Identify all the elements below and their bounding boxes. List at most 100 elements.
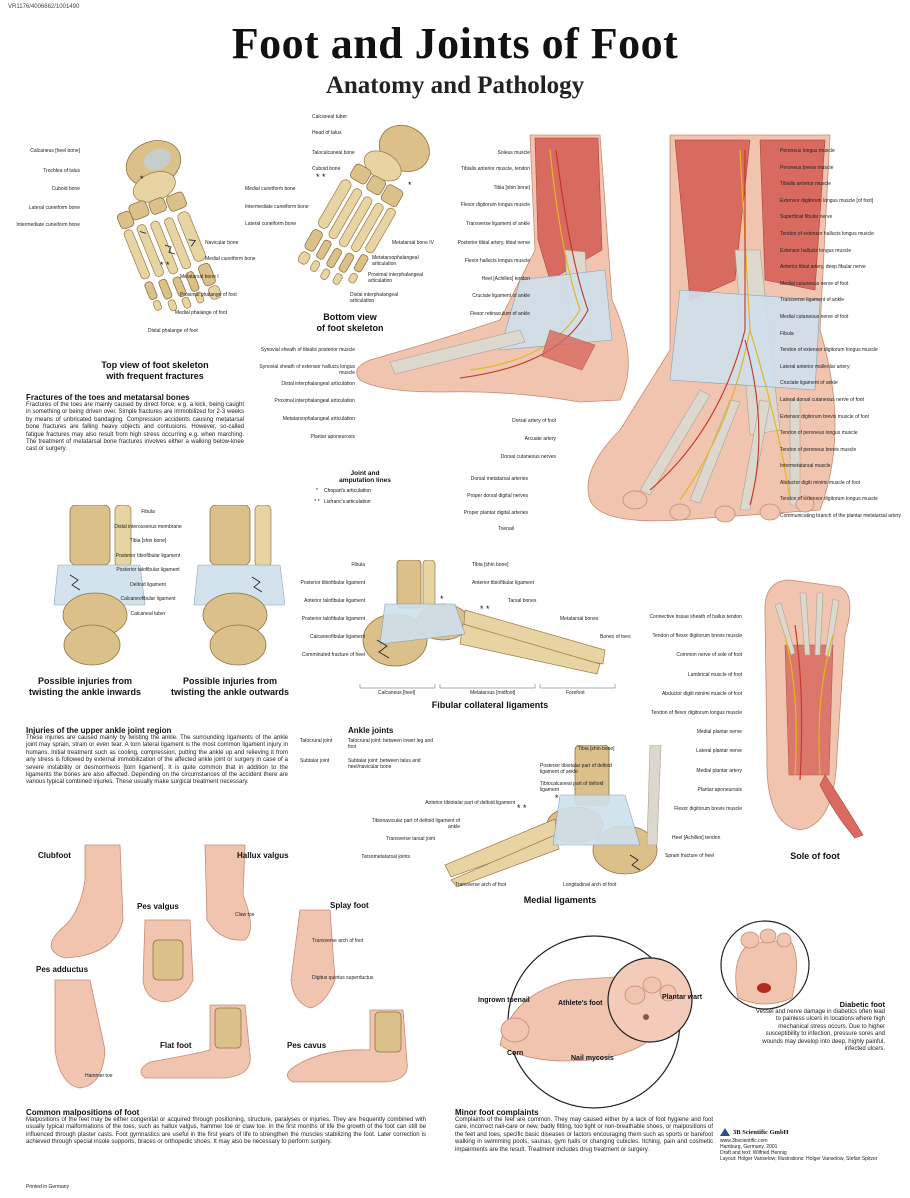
bottom-view-label-right: Metatarsophalangeal articulation	[372, 255, 419, 267]
ankle-joints-section: Ankle joints Talocrural joint Talocrural…	[300, 726, 434, 770]
athletes-foot-label: Athlete's foot	[558, 1000, 603, 1007]
muscle-label-mid: Dorsal cutaneous nerves	[500, 454, 556, 460]
fibular-ligaments-illustration: * * *	[359, 560, 616, 689]
medial-label-left: Anterior tibiotalar part of deltoid liga…	[425, 800, 515, 806]
hallux-valgus-label: Hallux valgus	[237, 851, 289, 860]
pes-cavus-label: Pes cavus	[287, 1041, 327, 1050]
muscle-label-mid: Metatarsophalangeal articulation	[282, 416, 355, 422]
hammer-toe-label: Hammer toe	[85, 1073, 113, 1079]
fibular-bracket-label: Forefoot	[566, 690, 585, 696]
publisher-line: Draft and text: Wilfried Hennig	[720, 1150, 787, 1156]
bottom-view-label-left: Cuboid bone	[312, 166, 341, 172]
top-view-caption: Top view of foot skeleton with frequent …	[101, 360, 209, 381]
sole-caption: Sole of foot	[790, 851, 840, 861]
sole-labels: Connective tissue sheath of hallux tendo…	[649, 614, 742, 812]
medial-label-right: Tibia [shin bone]	[578, 746, 615, 752]
muscle-label-mid: Arcuate artery	[524, 436, 556, 442]
bottom-view-label-left: Head of talus	[312, 130, 342, 136]
medial-label-right: Heel [Achilles] tendon	[672, 835, 721, 841]
medial-label-right: Sprain fracture of heel	[665, 853, 715, 859]
pes-valgus-label: Pes valgus	[137, 902, 179, 911]
claw-toe-label: Claw toe	[235, 912, 255, 918]
medial-label-left: Transverse tarsal joint	[386, 836, 435, 842]
publisher-name: 3B Scientific GmbH	[733, 1128, 789, 1136]
nail-mycosis-label: Nail mycosis	[571, 1055, 614, 1062]
publisher-block: 3B Scientific GmbH www.3bscientific.com …	[720, 1128, 878, 1162]
svg-text:* *: * *	[160, 260, 170, 270]
muscle-labels-right: Peroneus longus muscle Peroneus brevis m…	[780, 148, 901, 520]
muscle-label-mid: Proximal interphalangeal articulation	[274, 398, 355, 404]
muscle-label-mid: Toenail	[498, 526, 514, 532]
svg-text:* *: * *	[316, 172, 326, 182]
bottom-view-skeleton-illustration: * * *	[297, 124, 430, 285]
bottom-view-label-left: Talocalcaneal bone	[312, 150, 355, 156]
medial-label-left: Tarsometatarsal joints	[361, 854, 410, 860]
minor-complaints-section: Minor foot complaints Complaints of the …	[455, 1108, 713, 1153]
publisher-url: www.3bscientific.com	[720, 1138, 768, 1144]
top-view-label-right: Medial cuneiform bone	[205, 256, 256, 262]
muscle-label-left: Tibia [shin bone]	[493, 185, 530, 191]
fibular-label-right: Tarsal bones	[508, 598, 537, 604]
poster-code: VR1176/4006662/1001490	[8, 4, 80, 10]
ankle-inwards-caption: Possible injuries from twisting the ankl…	[28, 676, 142, 697]
publisher-line: Layout: Holger Vanselow; Illustrations: …	[720, 1156, 878, 1162]
svg-text:* *: * *	[517, 803, 527, 813]
clubfoot-label: Clubfoot	[38, 851, 71, 860]
muscle-label-mid: Proper plantar digital arteries	[463, 510, 528, 516]
fibular-label-right: Metatarsal bones	[560, 616, 599, 622]
bottom-view-caption: Bottom view of foot skeleton	[316, 312, 384, 333]
top-view-label-left: Trochlea of talus	[43, 168, 80, 174]
muscle-label-left: Cruciate ligament of ankle	[472, 293, 530, 299]
muscle-label-left: Posterior tibial artery, tibial nerve	[457, 240, 530, 246]
diabetic-foot-illustration	[720, 920, 810, 1010]
muscle-label-left: Soleus muscle	[497, 150, 530, 156]
muscle-label-left: Flexor hallucis longus muscle	[464, 258, 530, 264]
fibular-bracket-label: Calcaneus [heel]	[378, 690, 416, 696]
svg-text:*: *	[555, 793, 559, 803]
publisher-logo-icon	[720, 1128, 730, 1136]
fibular-bracket-label: Metatarsus [midfoot]	[470, 690, 516, 696]
ankle-outwards-caption: Possible injuries from twisting the ankl…	[170, 676, 289, 697]
bottom-view-label-left: Lateral cuneiform bone	[245, 221, 297, 227]
medial-ligaments-illustration: * * *	[444, 745, 662, 888]
minor-complaints-illustration	[499, 935, 693, 1109]
publisher-line: Hamburg, Germany, 2001	[720, 1144, 778, 1150]
bottom-view-label-left: Medial cuneiform bone	[245, 186, 296, 192]
ankle-injuries-illustration	[53, 505, 285, 666]
fractures-toes-section: Fractures of the toes and metatarsal bon…	[26, 393, 244, 453]
bottom-view-label-right: Distal interphalangeal articulation	[350, 292, 399, 304]
transverse-arch-label: Transverse arch of foot	[312, 938, 364, 944]
top-view-label-right: Distal phalange of foot	[148, 328, 198, 334]
digitus-quintus-label: Digitus quintus superductus	[312, 975, 374, 981]
page-title: Foot and Joints of Foot	[231, 19, 679, 68]
top-view-label-left: Cuboid bone	[51, 186, 80, 192]
medial-label-right: Longitudinal arch of foot	[563, 882, 617, 888]
fibular-labels-left: Fibula Posterior tibiofibular ligament A…	[300, 562, 365, 658]
muscle-label-mid: Dorsal artery of foot	[512, 418, 556, 424]
muscle-label-left: Tibialis anterior muscle, tendon	[460, 166, 530, 172]
malpositions-illustration	[50, 844, 408, 1089]
ingrown-toenail-label: Ingrown toenail	[478, 997, 530, 1004]
fibular-label-right: Bones of toes	[600, 634, 631, 640]
muscle-label-mid: Proper dorsal digital nerves	[467, 493, 528, 499]
top-view-label-right: Navicular bone	[205, 240, 239, 246]
fibular-label-right: Anterior tibiofibular ligament	[472, 580, 534, 586]
muscle-label-mid: Dorsal metatarsal arteries	[470, 476, 528, 482]
sole-of-foot-illustration	[764, 579, 864, 839]
top-view-skeleton-illustration: * * *	[116, 140, 222, 312]
upper-ankle-section: Injuries of the upper ankle joint region…	[26, 726, 288, 786]
svg-text:*: *	[440, 594, 444, 604]
top-view-label-right: Medial phalange of foot	[175, 310, 227, 316]
bottom-view-label-right: Proximal interphalangeal articulation	[368, 272, 424, 284]
top-view-label-right: Proximal phalange of foot	[180, 292, 237, 298]
medial-label-left: Tibionavicular part of deltoid ligament …	[371, 818, 460, 830]
foot-muscles-nerves-illustration	[356, 134, 836, 523]
muscle-label-left: Transverse ligament of ankle	[465, 221, 530, 227]
muscle-label-left: Flexor retinaculum of ankle	[469, 311, 530, 317]
page-subtitle: Anatomy and Pathology	[325, 72, 585, 99]
pes-adductus-label: Pes adductus	[36, 965, 89, 974]
top-view-label-left: Lateral cuneiform bone	[28, 205, 80, 211]
svg-text:*: *	[140, 174, 144, 184]
muscle-label-mid: Plantar aponeurosis	[310, 434, 355, 440]
corn-label: Corn	[507, 1050, 524, 1057]
